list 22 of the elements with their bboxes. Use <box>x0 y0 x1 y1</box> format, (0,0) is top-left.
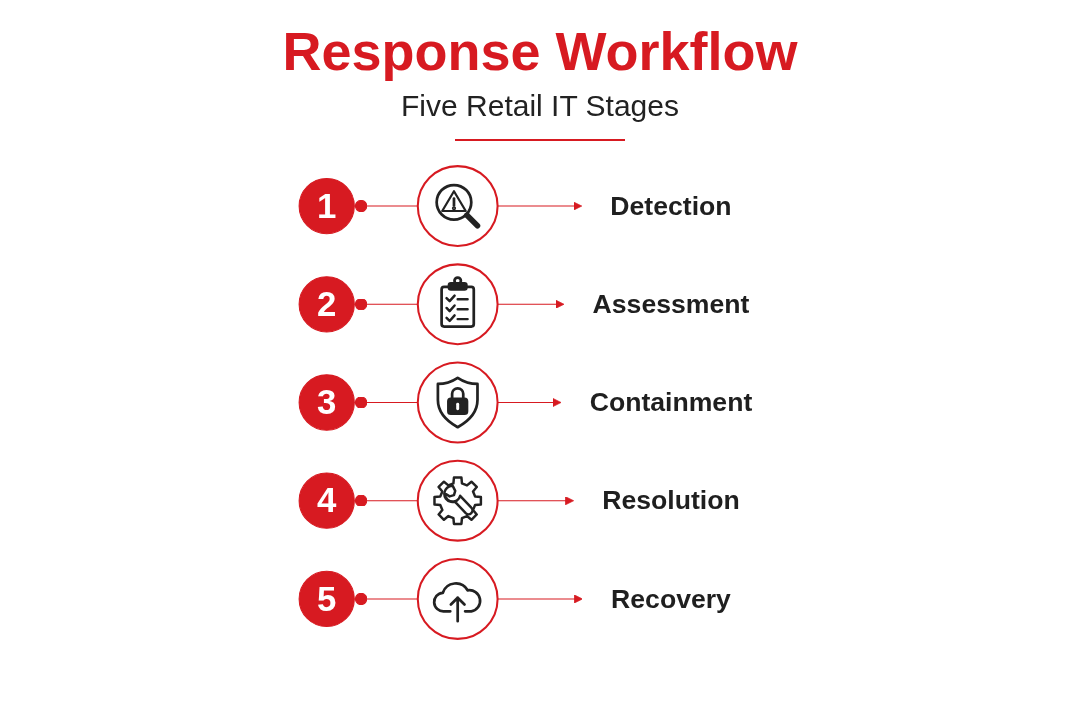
arrow <box>497 496 574 506</box>
node-text: Detection <box>610 190 732 221</box>
arrow <box>497 299 565 309</box>
node-circle: 1 <box>298 177 355 235</box>
arrow <box>497 398 562 407</box>
diagram-title: Response Workflow <box>282 22 798 82</box>
arrow <box>497 594 583 604</box>
node-text: Containment <box>589 386 753 418</box>
node-circle <box>416 263 499 346</box>
node-circle <box>416 361 499 444</box>
subtitle: Five Retail IT Stages <box>401 88 679 124</box>
node-circle <box>416 459 499 542</box>
node-text: Recovery <box>611 583 731 614</box>
node-circle: 3 <box>298 374 355 431</box>
arrow <box>497 201 583 211</box>
node-circle <box>416 558 499 640</box>
node-circle: 4 <box>298 472 355 529</box>
node-circle: 5 <box>298 570 355 628</box>
node-text: Assessment <box>592 288 750 320</box>
node-text: Resolution <box>602 484 740 516</box>
node-circle: 2 <box>298 276 355 333</box>
node-circle <box>416 165 499 247</box>
